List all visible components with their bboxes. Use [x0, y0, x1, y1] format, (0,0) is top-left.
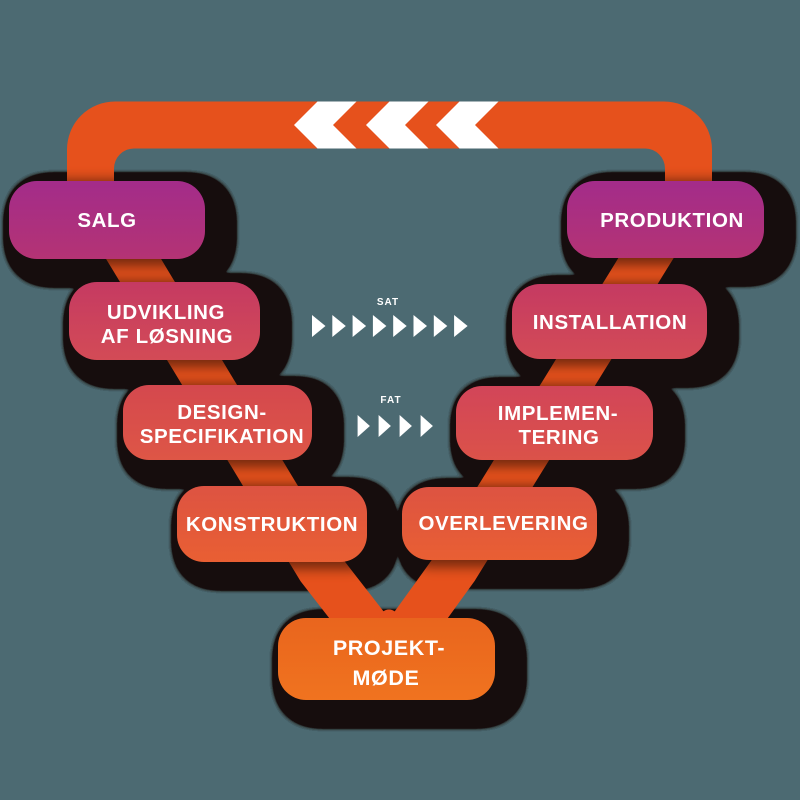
svg-text:SAT: SAT — [377, 297, 399, 308]
svg-text:IMPLEMEN-: IMPLEMEN- — [498, 402, 618, 425]
svg-text:MØDE: MØDE — [353, 666, 420, 690]
svg-text:SPECIFIKATION: SPECIFIKATION — [140, 425, 305, 448]
svg-text:PROJEKT-: PROJEKT- — [333, 636, 445, 660]
svg-text:FAT: FAT — [380, 395, 401, 406]
svg-text:TERING: TERING — [518, 426, 599, 449]
svg-text:KONSTRUKTION: KONSTRUKTION — [186, 513, 358, 536]
svg-text:DESIGN-: DESIGN- — [177, 401, 267, 424]
svg-text:PRODUKTION: PRODUKTION — [600, 209, 744, 232]
svg-text:AF LØSNING: AF LØSNING — [101, 325, 233, 348]
svg-text:SALG: SALG — [77, 209, 136, 232]
svg-text:UDVIKLING: UDVIKLING — [107, 301, 225, 324]
svg-text:INSTALLATION: INSTALLATION — [533, 311, 687, 334]
svg-text:OVERLEVERING: OVERLEVERING — [418, 512, 588, 535]
